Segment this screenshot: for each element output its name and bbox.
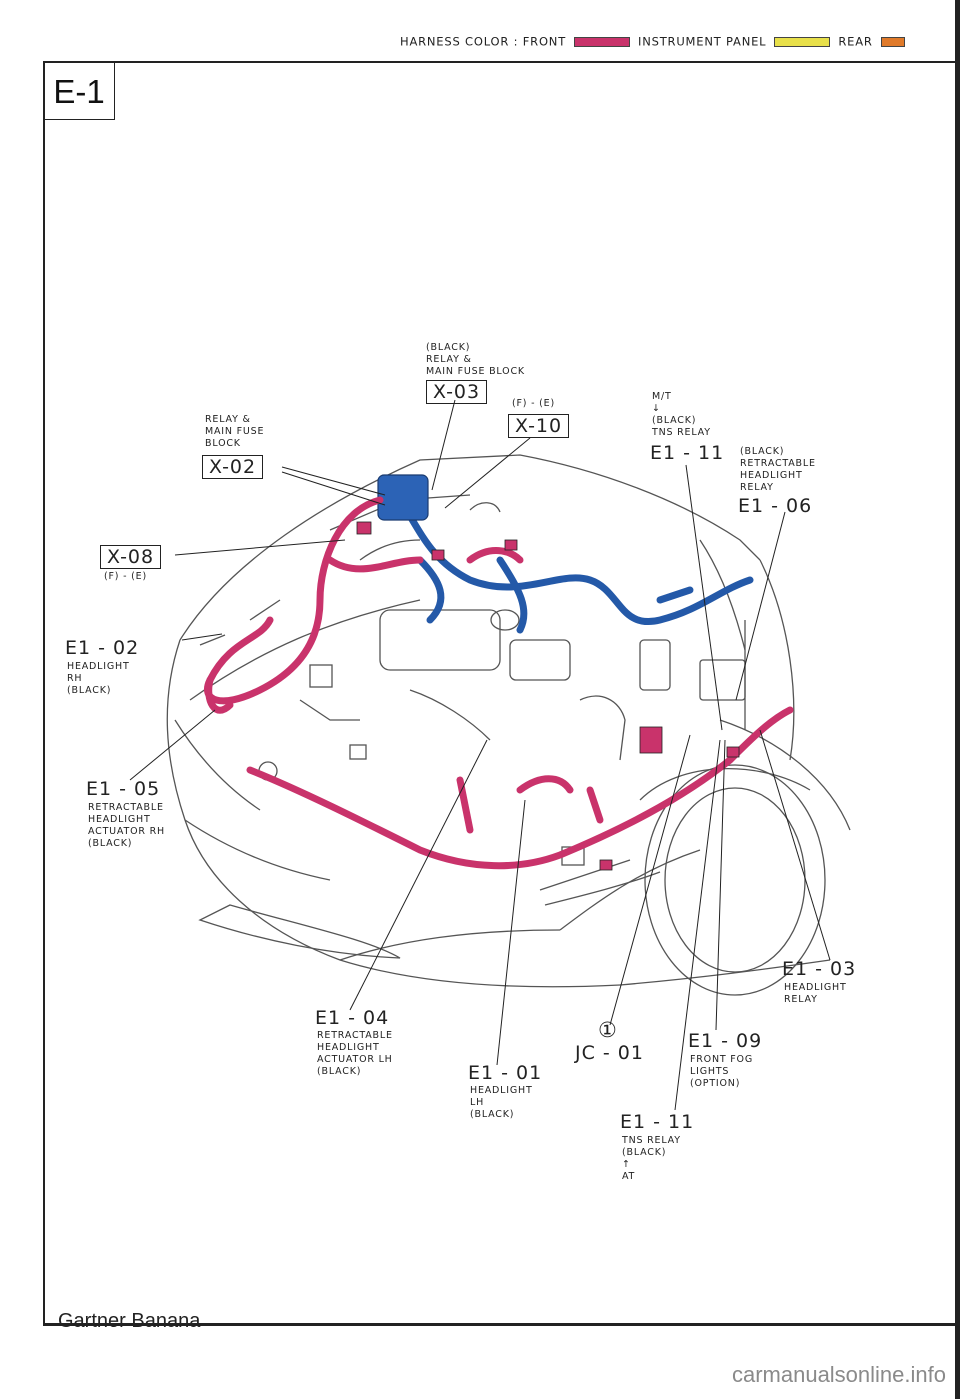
- frame-bottom-rule: [43, 1323, 960, 1326]
- e111-top-code: E1 - 11: [650, 442, 725, 464]
- e101-code: E1 - 01: [468, 1062, 543, 1084]
- e105-note: RETRACTABLE HEADLIGHT ACTUATOR RH (BLACK…: [88, 802, 165, 849]
- frame-left-rule: [43, 61, 45, 1325]
- e106-code: E1 - 06: [738, 495, 813, 517]
- site-watermark: carmanualsonline.info: [731, 1362, 946, 1387]
- x03-note: (BLACK) RELAY & MAIN FUSE BLOCK: [426, 342, 525, 377]
- front-color-swatch: [574, 36, 631, 47]
- e102-code: E1 - 02: [65, 637, 140, 659]
- e109-note: FRONT FOG LIGHTS (OPTION): [690, 1054, 753, 1089]
- e101-note: HEADLIGHT LH (BLACK): [470, 1085, 533, 1120]
- e104-code: E1 - 04: [315, 1007, 390, 1029]
- e103-code: E1 - 03: [782, 958, 857, 980]
- e103-note: HEADLIGHT RELAY: [784, 982, 847, 1005]
- footer-caption: Gartner Banana: [58, 1310, 201, 1332]
- frame-right-edge: [955, 0, 960, 1399]
- instrument-panel-color-swatch: [774, 36, 831, 47]
- e104-note: RETRACTABLE HEADLIGHT ACTUATOR LH (BLACK…: [317, 1030, 393, 1077]
- e102-note: HEADLIGHT RH (BLACK): [67, 661, 130, 696]
- jc01-code: JC - 01: [575, 1042, 644, 1064]
- e109-code: E1 - 09: [688, 1030, 763, 1052]
- x08-connector-code: X-08: [100, 545, 162, 569]
- x08-note: (F) - (E): [104, 571, 147, 582]
- page-id-box: E-1: [43, 62, 115, 120]
- x02-note: RELAY & MAIN FUSE BLOCK: [205, 414, 265, 449]
- x10-connector-code: X-10: [508, 414, 570, 438]
- e105-code: E1 - 05: [86, 778, 161, 800]
- legend-instrument-panel: INSTRUMENT PANEL: [638, 34, 767, 49]
- e111-top-note: M/T ↓ (BLACK) TNS RELAY: [652, 391, 711, 438]
- rear-color-swatch: [880, 36, 905, 47]
- jc01-number: ①: [598, 1018, 617, 1042]
- relay-main-fuse-block: [377, 474, 429, 521]
- x10-note: (F) - (E): [512, 398, 555, 409]
- e111-bottom-code: E1 - 11: [620, 1111, 695, 1133]
- e106-note: (BLACK) RETRACTABLE HEADLIGHT RELAY: [740, 446, 816, 493]
- x03-connector-code: X-03: [426, 380, 488, 404]
- x02-connector-code: X-02: [202, 455, 264, 479]
- frame-top-rule: [43, 61, 960, 63]
- legend-rear: REAR: [838, 34, 873, 49]
- harness-color-legend: HARNESS COLOR : FRONT INSTRUMENT PANEL REA…: [400, 34, 905, 49]
- legend-prefix: HARNESS COLOR : FRONT: [400, 34, 567, 49]
- e111-bottom-note: TNS RELAY (BLACK) ↑ AT: [622, 1135, 681, 1182]
